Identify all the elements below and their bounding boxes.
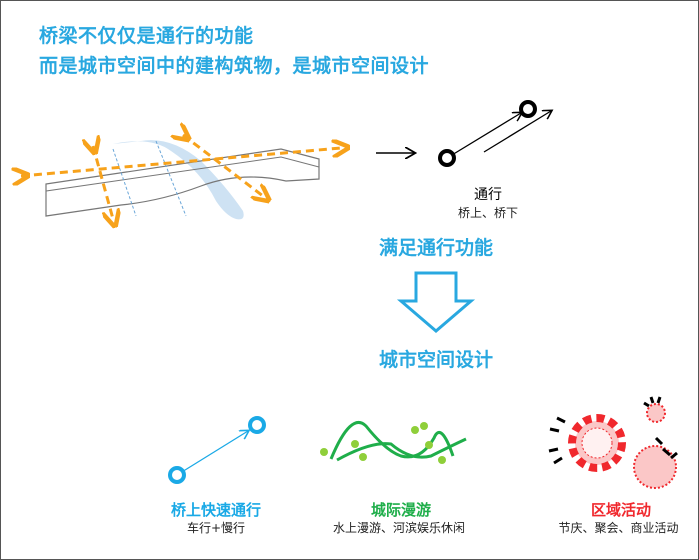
down-arrow-icon xyxy=(396,271,476,333)
passage-icon xyxy=(438,100,551,167)
title-line-1: 桥梁不仅仅是通行的功能 xyxy=(39,25,254,47)
meet-function-label: 满足通行功能 xyxy=(378,237,493,259)
intercity-roaming-icon xyxy=(320,420,467,464)
regional-activity-icon xyxy=(548,396,678,489)
feature-sub-fast: 车行+慢行 xyxy=(186,521,246,535)
bridge-illustration xyxy=(21,135,341,219)
feature-label-roaming: 城际漫游 xyxy=(370,501,431,519)
passage-label: 通行 xyxy=(474,187,502,203)
feature-sub-roaming: 水上漫游、河滨娱乐休闲 xyxy=(332,521,465,535)
feature-label-fast: 桥上快速通行 xyxy=(170,501,261,519)
urban-design-label: 城市空间设计 xyxy=(378,349,493,371)
title-line-2: 而是城市空间中的建构筑物，是城市空间设计 xyxy=(39,55,430,77)
feature-sub-activity: 节庆、聚会、商业活动 xyxy=(558,521,679,535)
passage-sub: 桥上、桥下 xyxy=(457,206,518,220)
feature-label-activity: 区域活动 xyxy=(590,501,651,519)
fast-passage-icon xyxy=(168,416,266,484)
